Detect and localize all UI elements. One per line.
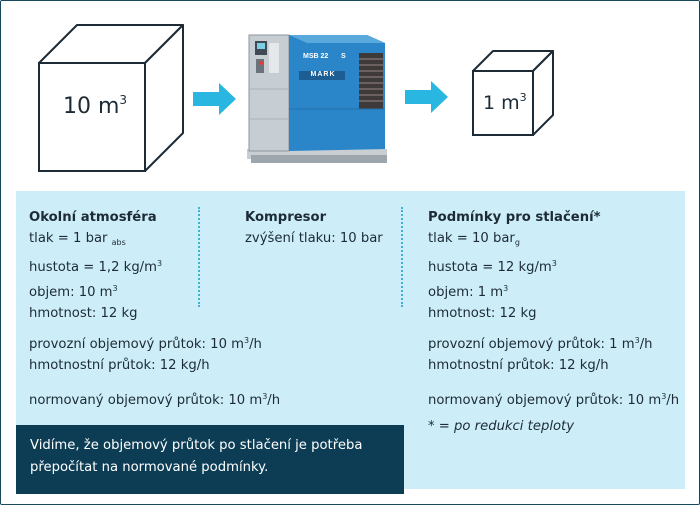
compressor-pressure-increase: zvýšení tlaku: 10 bar (245, 231, 383, 246)
column-divider (401, 207, 403, 307)
ambient-pressure: tlak = 1 bar abs (29, 231, 126, 247)
column-divider (198, 207, 200, 307)
ambient-flows: provozní objemový průtok: 10 m3/h hmotno… (29, 330, 329, 411)
ambient-density: hustota = 1,2 kg/m3 (29, 259, 163, 275)
footnote: * = po redukci teploty (428, 419, 575, 434)
compressed-volume: objem: 1 m3 (428, 284, 509, 300)
ambient-volume: objem: 10 m3 (29, 284, 118, 300)
compressed-heading: Podmínky pro stlačení* (428, 210, 601, 225)
arrow-right-icon (405, 81, 448, 113)
compressor-illustration (247, 34, 387, 163)
compressed-flows: provozní objemový průtok: 1 m3/h hmotnos… (428, 330, 688, 411)
compressed-normal-flow: normovaný objemový průtok: 10 m3/h (428, 392, 680, 408)
large-cube-icon (38, 24, 184, 172)
compressed-pressure: tlak = 10 barg (428, 231, 520, 247)
compressor-column: Kompresor zvýšení tlaku: 10 bar (245, 207, 405, 249)
ambient-mass: hmotnost: 12 kg (29, 306, 138, 321)
compressed-mass: hmotnost: 12 kg (428, 306, 537, 321)
compressor-brand-logo: MARK (310, 71, 336, 78)
ambient-column: Okolní atmosféra tlak = 1 bar abs hustot… (29, 207, 289, 324)
compressed-density: hustota = 12 kg/m3 (428, 259, 557, 275)
large-volume-label: 10 m3 (63, 93, 128, 119)
small-volume-label: 1 m3 (483, 91, 527, 114)
arrow-right-icon (193, 83, 236, 115)
ambient-heading: Okolní atmosféra (29, 210, 157, 225)
small-cube-icon (472, 50, 554, 136)
compressor-heading: Kompresor (245, 210, 327, 225)
ambient-normal-flow: normovaný objemový průtok: 10 m3/h (29, 392, 281, 408)
conclusion-line-1: Vidíme, že objemový průtok po stlačení j… (30, 438, 363, 453)
ambient-mass-flow: hmotnostní průtok: 12 kg/h (29, 358, 210, 373)
ambient-operating-flow: provozní objemový průtok: 10 m3/h (29, 336, 262, 352)
process-illustration: 10 m3 (1, 1, 699, 191)
compressor-mark-label: S (341, 53, 346, 60)
conclusion-note: Vidíme, že objemový průtok po stlačení j… (16, 425, 404, 494)
conclusion-line-2: přepočítat na normované podmínky. (30, 460, 269, 475)
compressed-column: Podmínky pro stlačení* tlak = 10 barg hu… (428, 207, 678, 324)
compressed-operating-flow: provozní objemový průtok: 1 m3/h (428, 336, 653, 352)
compressor-model-label: MSB 22 (303, 53, 329, 60)
compressed-mass-flow: hmotnostní průtok: 12 kg/h (428, 358, 609, 373)
